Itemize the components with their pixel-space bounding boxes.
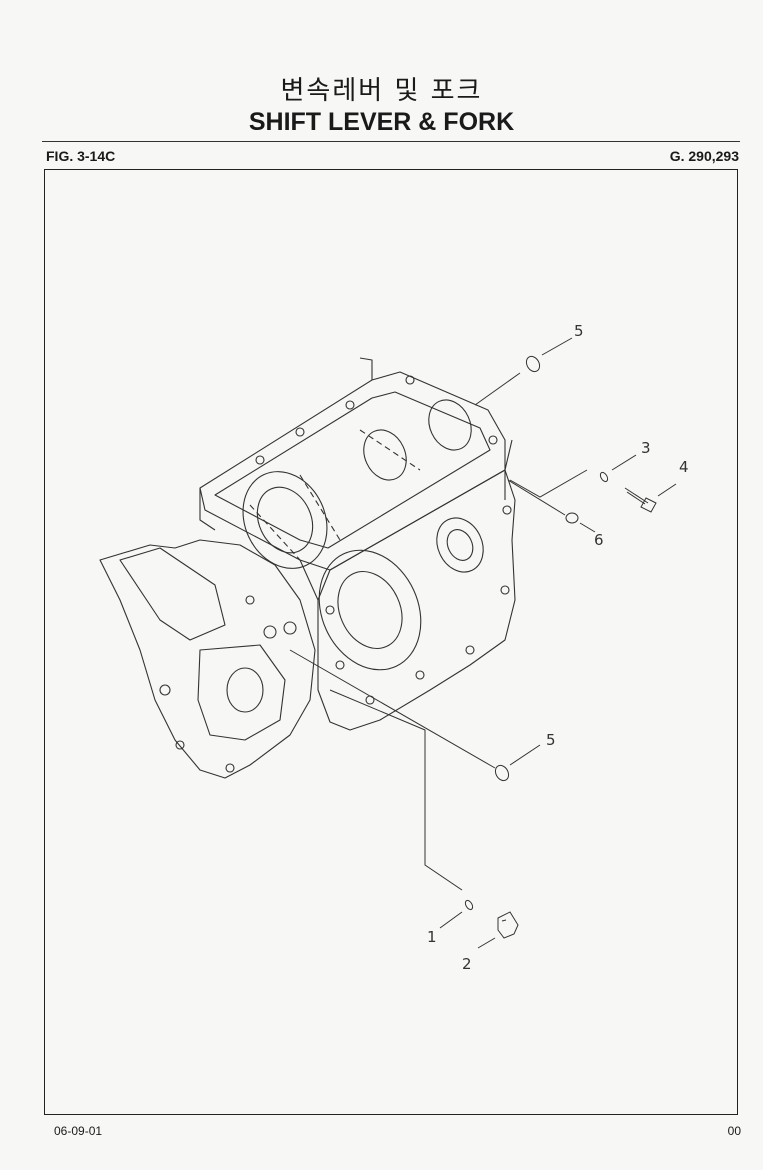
plug-2 bbox=[497, 911, 519, 939]
callout-3: 3 bbox=[641, 439, 651, 457]
callout-2: 2 bbox=[462, 955, 472, 973]
case-left-housing bbox=[99, 539, 316, 779]
callout-1: 1 bbox=[427, 928, 437, 946]
bolt-4 bbox=[624, 487, 657, 513]
footer-date: 06-09-01 bbox=[54, 1124, 103, 1138]
plug-5-lower bbox=[494, 764, 510, 782]
header-rule bbox=[42, 141, 740, 142]
callout-4: 4 bbox=[679, 458, 689, 476]
callout-6: 6 bbox=[594, 531, 604, 549]
callout-5-lower: 5 bbox=[546, 731, 556, 749]
case-front-face bbox=[317, 469, 516, 731]
plug-5-upper bbox=[525, 355, 541, 373]
seal-6 bbox=[565, 512, 579, 524]
o-ring-1 bbox=[464, 899, 474, 911]
figure-number: FIG. 3-14C bbox=[46, 148, 116, 164]
o-ring-3 bbox=[599, 471, 609, 483]
page-title-korean: 변속레버 및 포크 bbox=[280, 76, 483, 106]
callout-5-upper: 5 bbox=[574, 322, 584, 340]
model-code: G. 290,293 bbox=[669, 148, 739, 164]
case-top-outline bbox=[199, 371, 506, 571]
footer-page-number: 00 bbox=[727, 1124, 741, 1138]
page-title-english: SHIFT LEVER & FORK bbox=[248, 108, 515, 136]
drawing-frame bbox=[44, 169, 738, 1115]
